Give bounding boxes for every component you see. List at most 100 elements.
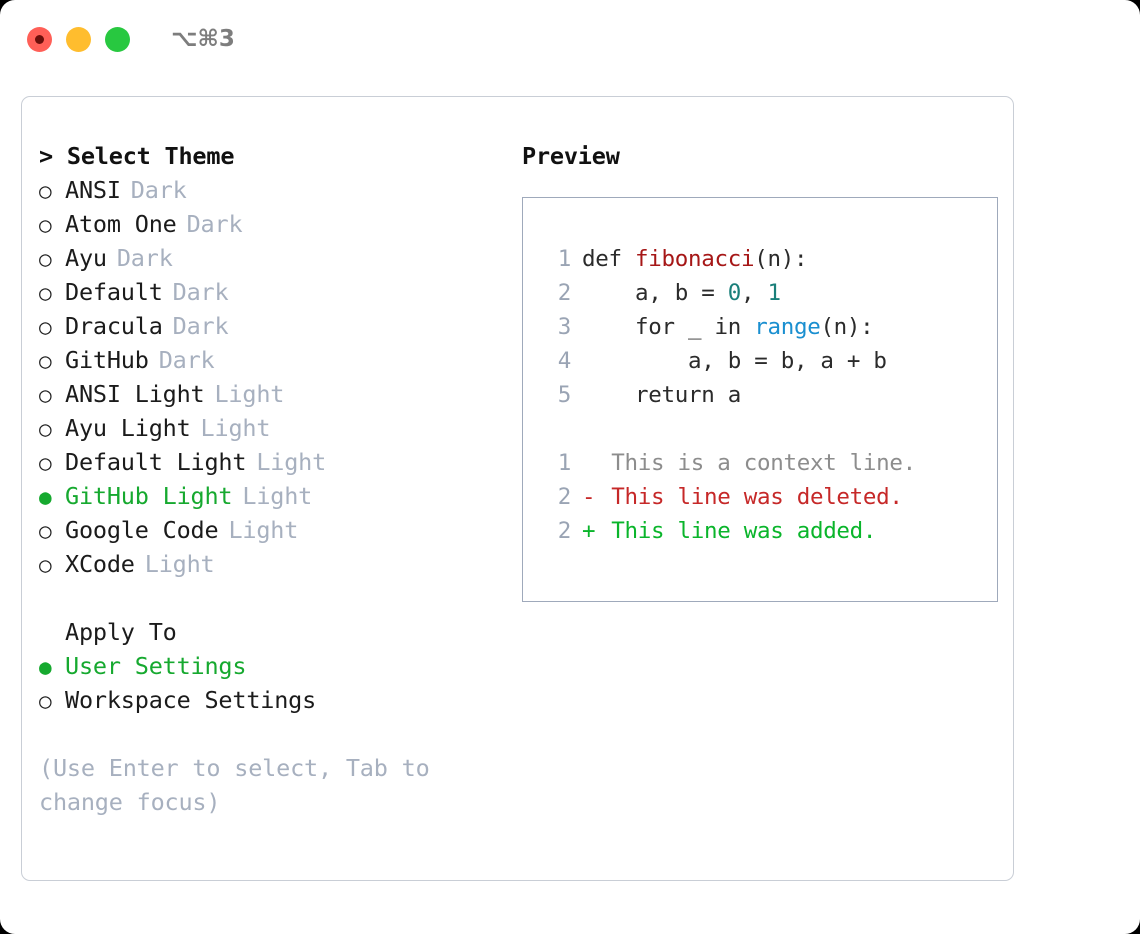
- radio-unselected-icon[interactable]: ○: [39, 179, 52, 203]
- preview-title: Preview: [522, 142, 620, 170]
- radio-unselected-icon[interactable]: ○: [39, 417, 52, 441]
- code-diff-separator: [545, 412, 997, 446]
- theme-kind-badge: Light: [214, 380, 285, 408]
- apply-to-option[interactable]: ●User Settings: [39, 649, 509, 683]
- diff-line-text: This line was deleted.: [611, 484, 903, 510]
- theme-name-label: ANSI: [65, 176, 121, 204]
- theme-kind-badge: Dark: [116, 244, 173, 272]
- code-line-number: 5: [557, 382, 572, 408]
- minimize-button-icon[interactable]: [66, 26, 91, 52]
- theme-list-item[interactable]: ○ GitHub Dark: [39, 343, 509, 377]
- theme-kind-badge: Dark: [172, 278, 229, 306]
- theme-list-item[interactable]: ○ Default Dark: [39, 275, 509, 309]
- theme-name-label: Google Code: [65, 516, 219, 544]
- theme-name-label: Dracula: [65, 312, 163, 340]
- apply-to-option-label: Workspace Settings: [65, 686, 317, 714]
- maximize-button-icon[interactable]: [105, 26, 130, 52]
- radio-unselected-icon[interactable]: ○: [39, 349, 52, 373]
- radio-unselected-icon[interactable]: ○: [39, 553, 52, 577]
- code-token-plain: (n):: [820, 314, 874, 340]
- keyboard-hint: (Use Enter to select, Tab to change focu…: [39, 754, 430, 816]
- diff-gap: [598, 446, 611, 480]
- code-line: 2 a, b = 0, 1: [545, 276, 997, 310]
- radio-unselected-icon[interactable]: ○: [39, 213, 52, 237]
- diff-sample: 1 This is a context line.2- This line wa…: [545, 446, 997, 548]
- code-line-number: 2: [557, 280, 572, 306]
- theme-list-item[interactable]: ○ Google Code Light: [39, 513, 509, 547]
- theme-name-label: XCode: [65, 550, 135, 578]
- radio-unselected-icon[interactable]: ○: [39, 281, 52, 305]
- theme-name-label: GitHub: [65, 346, 149, 374]
- radio-unselected-icon[interactable]: ○: [39, 383, 52, 407]
- code-token-plain: return a: [582, 382, 741, 408]
- list-spacer: [39, 581, 509, 615]
- keyboard-shortcut-label: ⌥⌘3: [171, 26, 235, 52]
- radio-unselected-icon[interactable]: ○: [39, 451, 52, 475]
- diff-line-text: This is a context line.: [611, 450, 916, 476]
- theme-name-label: Ayu: [65, 244, 107, 272]
- theme-list-item[interactable]: ○ ANSI Light Light: [39, 377, 509, 411]
- code-line-text: return a: [582, 378, 741, 412]
- code-line: 4 a, b = b, a + b: [545, 344, 997, 378]
- apply-to-option[interactable]: ○ Workspace Settings: [39, 683, 509, 717]
- code-token-num: 1: [767, 280, 781, 306]
- select-theme-header: > Select Theme: [39, 142, 235, 170]
- radio-unselected-icon[interactable]: ○: [39, 519, 52, 543]
- theme-list-item[interactable]: ○ Ayu Dark: [39, 241, 509, 275]
- theme-kind-badge: Light: [256, 448, 327, 476]
- diff-sign: [582, 446, 598, 480]
- diff-sign: -: [582, 484, 596, 510]
- radio-selected-icon[interactable]: ●: [39, 485, 52, 509]
- diff-line: 2- This line was deleted.: [545, 480, 997, 514]
- theme-list-item[interactable]: ● GitHub Light Light: [39, 479, 509, 513]
- diff-line: 1 This is a context line.: [545, 446, 997, 480]
- traffic-light-controls: [27, 26, 130, 52]
- code-token-plain: a, b = b, a + b: [582, 348, 887, 374]
- code-line-text: a, b = 0, 1: [582, 276, 781, 310]
- radio-unselected-icon[interactable]: ○: [39, 315, 52, 339]
- diff-line-number: 2: [557, 484, 572, 510]
- radio-unselected-icon[interactable]: ○: [39, 689, 52, 713]
- theme-name-label: Default: [65, 278, 163, 306]
- code-line-text: for _ in range(n):: [582, 310, 874, 344]
- code-line: 5 return a: [545, 378, 997, 412]
- code-line-text: def fibonacci(n):: [582, 242, 808, 276]
- theme-name-label: ANSI Light: [65, 380, 205, 408]
- theme-kind-badge: Light: [228, 516, 299, 544]
- theme-name-label: Default Light: [65, 448, 247, 476]
- theme-list-item[interactable]: ○ Ayu Light Light: [39, 411, 509, 445]
- code-token-plain: def: [582, 246, 635, 272]
- theme-kind-badge: Light: [242, 482, 313, 510]
- radio-selected-icon[interactable]: ●: [39, 655, 52, 679]
- code-token-plain: a, b =: [582, 280, 728, 306]
- code-line: 3 for _ in range(n):: [545, 310, 997, 344]
- code-line-text: a, b = b, a + b: [582, 344, 887, 378]
- theme-name-label: GitHub Light: [65, 482, 233, 510]
- code-token-num: 0: [727, 280, 742, 306]
- code-token-plain: for _ in: [582, 314, 755, 340]
- close-button-icon[interactable]: [27, 26, 52, 52]
- apply-to-options: ●User Settings ○ Workspace Settings: [39, 649, 509, 717]
- theme-name-label: Atom One: [65, 210, 177, 238]
- diff-sign: +: [582, 518, 596, 544]
- theme-kind-badge: Light: [200, 414, 271, 442]
- theme-list-item[interactable]: ○ Default Light Light: [39, 445, 509, 479]
- diff-line-number: 1: [557, 450, 572, 476]
- code-token-builtin: range: [754, 314, 821, 340]
- theme-name-label: Ayu Light: [65, 414, 191, 442]
- radio-unselected-icon[interactable]: ○: [39, 247, 52, 271]
- diff-gap: [598, 480, 611, 514]
- code-token-plain: (n):: [754, 246, 808, 272]
- theme-kind-badge: Dark: [158, 346, 215, 374]
- diff-gap: [598, 514, 611, 548]
